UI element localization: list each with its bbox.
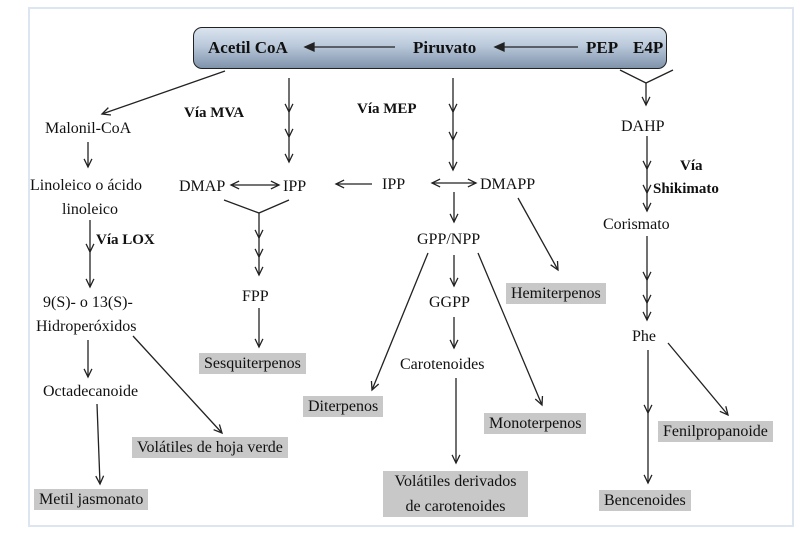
node-acetil-coa: Acetil CoA	[208, 38, 288, 57]
product-bencenoides: Bencenoides	[599, 490, 691, 511]
precursor-bar	[193, 27, 667, 69]
arrow-malonil-linoleico-head	[83, 158, 93, 169]
node-piruvato: Piruvato	[413, 38, 477, 57]
node-dahp: DAHP	[621, 118, 665, 135]
arrow-ipp-dmapp-left	[430, 178, 441, 188]
product-diterpenos: Diterpenos	[303, 396, 384, 417]
node-linoleico-2: linoleico	[62, 201, 118, 218]
arrow-corismato-phe-head-2	[642, 311, 652, 322]
product-volatiles-hoja-verde: Volátiles de hoja verde	[132, 437, 288, 458]
node-gpp-npp: GPP/NPP	[417, 231, 481, 248]
node-octadecanoide: Octadecanoide	[43, 383, 139, 400]
arrow-to-dahp-head	[641, 96, 651, 107]
arrow-mep-head-0	[448, 103, 458, 114]
node-dmap: DMAP	[179, 178, 226, 195]
node-ipp-mep: IPP	[382, 176, 406, 193]
node-hidroperoxidos-2: Hidroperóxidos	[36, 318, 137, 335]
node-phe: Phe	[632, 328, 656, 345]
node-fpp: FPP	[242, 288, 269, 305]
arrow-dmap-ipp-right	[270, 180, 281, 190]
node-ipp-mva: IPP	[283, 178, 307, 195]
arrow-gpp-monoterpenos-head	[534, 395, 544, 407]
arrow-dmap-ipp-left	[229, 180, 240, 190]
arrow-phe-bencenoides-head-1	[643, 474, 653, 485]
arrow-merge-fpp-head-0	[254, 229, 264, 240]
label-via-mva: Vía MVA	[184, 105, 245, 121]
product-sesquiterpenos: Sesquiterpenos	[199, 353, 306, 374]
product-metil-jasmonato: Metil jasmonato	[34, 489, 149, 510]
node-linoleico-1: Linoleico o ácido	[30, 177, 142, 194]
arrow-ippmep-ippmva-head	[334, 179, 345, 189]
product-volatiles-carotenoides-2: de carotenoides	[405, 498, 506, 515]
product-monoterpenos: Monoterpenos	[484, 413, 587, 434]
arrow-hidroperoxidos-volatiles-head	[213, 424, 224, 435]
arrow-hidroperoxidos-octadecanoide-head	[83, 368, 93, 379]
arrow-shikimato-head-2	[642, 202, 652, 213]
label-via-mep: Vía MEP	[357, 101, 417, 117]
arrow-dmapp-hemiterpenos	[517, 197, 559, 271]
arrow-mva-head-0	[284, 103, 294, 114]
arrow-acetilcoa-malonil	[101, 70, 226, 115]
arrow-corismato-phe-head-1	[642, 294, 652, 305]
node-malonil-coa: Malonil-CoA	[45, 120, 132, 137]
node-dmapp: DMAPP	[480, 176, 536, 193]
arrow-ipp-dmapp-right	[467, 178, 478, 188]
arrow-phe-bencenoides-head-0	[643, 404, 653, 415]
arrow-hidroperoxidos-volatiles	[132, 335, 223, 434]
merge-pep-e4p	[619, 69, 674, 84]
label-via-lox: Vía LOX	[96, 232, 155, 248]
arrow-shikimato-head-1	[642, 184, 652, 195]
arrow-corismato-phe-head-0	[642, 271, 652, 282]
arrow-mva-head-1	[284, 128, 294, 139]
arrow-gpp-ggpp-head	[449, 277, 459, 288]
arrow-carotenoides-volatiles-head	[451, 454, 461, 465]
label-via-shikimato-1: Vía	[680, 158, 703, 174]
node-ggpp: GGPP	[429, 294, 470, 311]
product-volatiles-carotenoides: Volátiles derivados de carotenoides	[383, 471, 528, 517]
arrow-octadecanoide-metiljasmonato-head	[95, 475, 105, 486]
arrow-acetilcoa-malonil-head	[100, 107, 112, 116]
merge-dmap-ipp	[223, 199, 290, 214]
arrow-merge-fpp-head-2	[254, 266, 264, 277]
arrow-lox-head-0	[85, 243, 95, 254]
arrow-lox-head-1	[85, 278, 95, 289]
arrow-phe-fenilpropanoide-head	[719, 406, 729, 417]
arrow-fpp-sesquiterpenos-head	[254, 338, 264, 349]
label-via-shikimato-2: Shikimato	[653, 181, 719, 197]
arrow-gpp-diterpenos-head	[370, 380, 380, 392]
product-fenilpropanoide: Fenilpropanoide	[658, 421, 773, 442]
arrow-gpp-diterpenos	[371, 252, 429, 391]
arrow-mep-head-2	[448, 161, 458, 172]
arrow-shikimato-head-0	[642, 160, 652, 171]
product-hemiterpenos: Hemiterpenos	[506, 283, 606, 304]
arrow-pep-piruvato-head	[493, 41, 505, 53]
arrow-mep-head-1	[448, 131, 458, 142]
node-carotenoides: Carotenoides	[400, 356, 485, 373]
node-corismato: Corismato	[603, 216, 670, 233]
arrow-merge-fpp-head-1	[254, 248, 264, 259]
node-e4p: E4P	[633, 38, 664, 57]
arrow-ggpp-carotenoides-head	[449, 339, 459, 350]
arrow-dmapp-hemiterpenos-head	[550, 260, 559, 272]
arrow-mva-head-2	[284, 153, 294, 164]
arrow-piruvato-acetilcoa-head	[303, 41, 315, 53]
node-hidroperoxidos-1: 9(S)- o 13(S)-	[43, 294, 133, 311]
arrow-gpp-monoterpenos	[477, 252, 543, 406]
arrow-octadecanoide-metiljasmonato	[96, 403, 101, 485]
node-pep: PEP	[586, 38, 619, 57]
arrow-to-gppnpp-head	[449, 213, 459, 224]
arrow-phe-fenilpropanoide	[667, 342, 729, 416]
product-volatiles-carotenoides-1: Volátiles derivados	[394, 473, 517, 490]
